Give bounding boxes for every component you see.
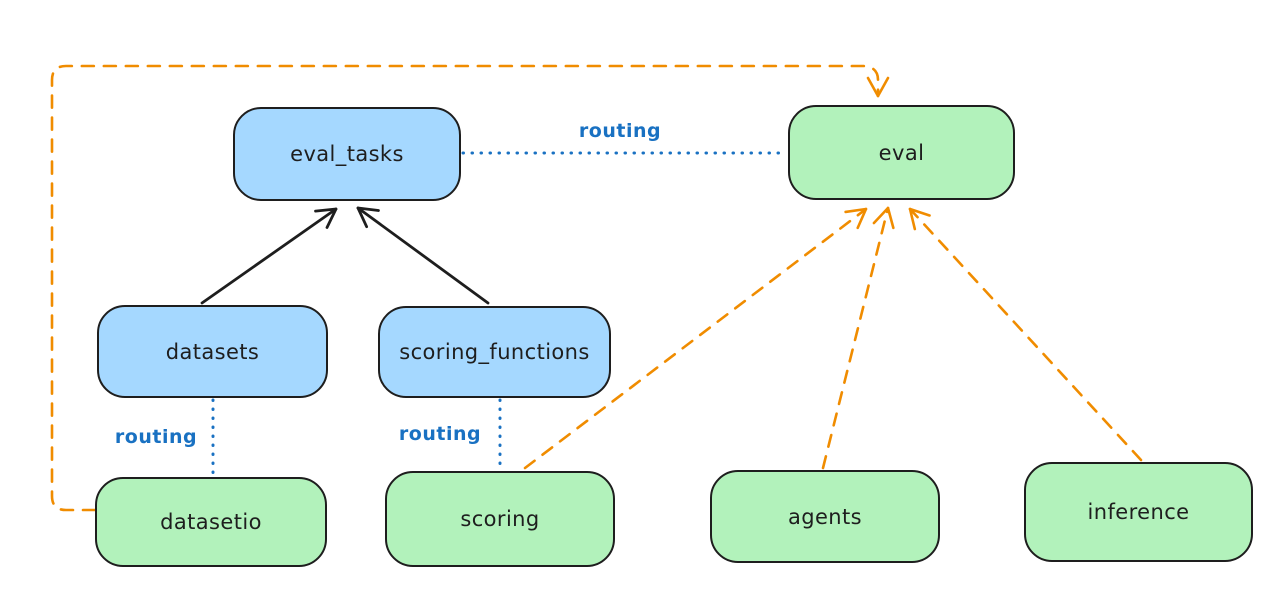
edge-datasets-to-eval-tasks xyxy=(200,207,338,305)
node-datasets: datasets xyxy=(97,305,328,398)
edge-inference-to-eval xyxy=(908,207,1143,462)
node-eval-tasks: eval_tasks xyxy=(233,107,461,201)
routing-label-scoring-functions-scoring: routing xyxy=(398,423,482,445)
node-scoring-functions-label: scoring_functions xyxy=(399,340,590,364)
edge-scoring-to-eval xyxy=(523,207,868,470)
node-agents-label: agents xyxy=(787,504,862,529)
node-datasetio: datasetio xyxy=(95,477,327,567)
node-datasets-label: datasets xyxy=(165,339,260,364)
node-eval-label: eval xyxy=(878,140,925,165)
node-scoring: scoring xyxy=(385,471,615,567)
edge-scoring-functions-to-eval-tasks xyxy=(356,206,490,305)
edge-agents-to-eval xyxy=(821,206,895,470)
node-inference: inference xyxy=(1024,462,1253,562)
routing-label-eval-tasks-eval: routing xyxy=(578,120,662,142)
node-inference-label: inference xyxy=(1087,500,1190,524)
node-agents: agents xyxy=(710,470,940,563)
node-scoring-label: scoring xyxy=(460,507,540,531)
node-eval-tasks-label: eval_tasks xyxy=(290,142,404,166)
routing-label-datasets-datasetio: routing xyxy=(114,426,198,448)
node-eval: eval xyxy=(788,105,1015,200)
edge-datasetio-to-eval xyxy=(50,64,890,512)
node-datasetio-label: datasetio xyxy=(160,510,262,534)
node-scoring-functions: scoring_functions xyxy=(378,306,611,398)
